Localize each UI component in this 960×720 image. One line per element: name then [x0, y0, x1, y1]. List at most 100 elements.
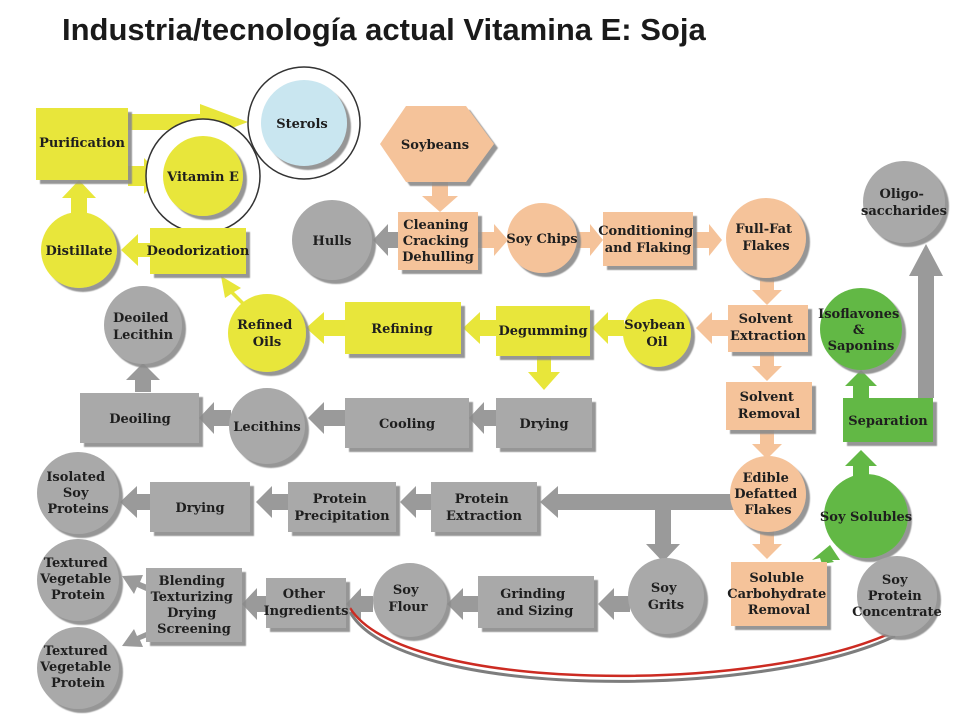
- label-cracking: Cracking: [403, 234, 469, 249]
- label-blending: Blending: [159, 574, 225, 589]
- label-conditioning: Conditioning: [598, 224, 693, 239]
- arrow-other-to-blending: [242, 588, 266, 620]
- label-carbohydrate: Carbohydrate: [727, 587, 826, 602]
- label-separation: Separation: [848, 414, 928, 429]
- arrow-branch-to-soy-grits: [646, 510, 680, 562]
- node-purification: Purification: [36, 108, 128, 180]
- svg-text:Soy Protein Co: Soy Protein Concentrate: [852, 573, 942, 620]
- node-distillate: Distillate: [41, 212, 117, 288]
- svg-text:Deoiling: Deoiling: [109, 412, 171, 427]
- svg-text:Soluble Carbohydrate: Soluble Carbohydrate Removal: [727, 571, 831, 618]
- svg-text:Conditioning and Flaki: Conditioning and Flaking: [598, 224, 698, 256]
- svg-text:Degumming: Degumming: [498, 324, 587, 339]
- label-protein-tvp1: Protein: [51, 588, 106, 603]
- label-soy-solubles: Soy Solubles: [820, 510, 912, 525]
- arrow-drying-to-cooling: [469, 402, 496, 434]
- label-solvent-2: Solvent: [740, 390, 794, 405]
- label-deoiling: Deoiling: [109, 412, 171, 427]
- svg-text:Soybeans: Soybeans: [401, 138, 469, 153]
- node-solvent-removal: Solvent Removal: [726, 382, 812, 430]
- label-isoflavones: Isoflavones: [818, 307, 899, 322]
- node-soy-flour: Soy Flour: [373, 563, 447, 637]
- svg-text:Edible Defatted: Edible Defatted Flakes: [734, 471, 801, 518]
- svg-text:Soy Grits: Soy Grits: [648, 581, 684, 613]
- arrow-cleaning-to-hulls: [373, 224, 398, 256]
- label-distillate: Distillate: [45, 244, 112, 259]
- label-flakes-2: Flakes: [744, 503, 791, 518]
- node-soy-grits: Soy Grits: [628, 558, 704, 634]
- node-grinding-sizing: Grinding and Sizing: [478, 576, 594, 628]
- arrow-soybeans-to-cleaning: [422, 182, 458, 212]
- label-grits: Grits: [648, 598, 684, 613]
- label-defatted: Defatted: [734, 487, 797, 502]
- node-drying-oil: Drying: [496, 398, 592, 448]
- arrow-grinding-to-flour: [447, 588, 478, 620]
- label-cooling: Cooling: [379, 417, 435, 432]
- node-conditioning-flaking: Conditioning and Flaking: [598, 212, 698, 266]
- node-edible-defatted-flakes: Edible Defatted Flakes: [730, 456, 806, 532]
- label-protein-spc: Protein: [868, 589, 923, 604]
- arrow-lecithins-to-deoiling: [199, 402, 231, 434]
- svg-text:Isolated Soy P: Isolated Soy Proteins: [46, 470, 109, 517]
- label-soy: Soy: [63, 486, 89, 501]
- node-cleaning-cracking-dehulling: Cleaning Cracking Dehulling: [398, 212, 478, 270]
- arrow-edible-to-protein-extraction: [540, 486, 740, 518]
- arrow-solubles-to-separation: [845, 450, 877, 478]
- label-hulls: Hulls: [313, 234, 352, 249]
- label-solvent: Solvent: [739, 312, 793, 327]
- label-drying-oil: Drying: [519, 417, 568, 432]
- svg-text:Protein Extraction: Protein Extraction: [446, 492, 522, 524]
- label-oil: Oil: [646, 335, 667, 350]
- arrow-extraction-to-removal: [752, 352, 782, 381]
- label-textured-1: Textured: [44, 556, 108, 571]
- arrow-deodorization-to-distillate: [121, 234, 150, 266]
- label-textured-2: Textured: [44, 644, 108, 659]
- label-other: Other: [283, 587, 325, 602]
- label-protein-2: Protein: [455, 492, 510, 507]
- svg-text:Purification: Purification: [39, 136, 125, 151]
- label-soybean: Soybean: [624, 318, 685, 333]
- node-soy-solubles: Soy Solubles: [820, 474, 912, 558]
- label-protein-1: Protein: [313, 492, 368, 507]
- label-extraction-2: Extraction: [446, 509, 522, 524]
- node-blending-texturizing: Blending Texturizing Drying Screening: [146, 568, 242, 642]
- node-other-ingredients: Other Ingredients: [264, 578, 349, 628]
- svg-text:Vitamin E: Vitamin E: [166, 170, 239, 185]
- label-saccharides: saccharides: [861, 204, 947, 219]
- node-protein-extraction: Protein Extraction: [431, 482, 537, 532]
- label-dehulling: Dehulling: [402, 250, 474, 265]
- label-extraction: Extraction: [730, 329, 806, 344]
- arrow-distillate-to-purification: [62, 180, 96, 213]
- label-and-sizing: and Sizing: [497, 604, 574, 619]
- label-texturizing: Texturizing: [151, 590, 233, 605]
- node-soy-protein-concentrate: Soy Protein Concentrate: [852, 556, 942, 636]
- label-lecithins: Lecithins: [233, 420, 300, 435]
- label-refining: Refining: [371, 322, 432, 337]
- arrow-degumming-to-drying: [528, 356, 560, 390]
- arrow-edible-to-soluble: [752, 530, 782, 559]
- node-vitamin-e: Vitamin E: [145, 118, 261, 234]
- arrow-soybean-oil-to-degumming: [592, 312, 624, 344]
- label-soluble: Soluble: [749, 571, 804, 586]
- label-refined: Refined: [237, 318, 292, 333]
- arrow-blending-to-tvp1: [122, 575, 150, 594]
- arrow-soluble-removal-to-solubles: [812, 545, 840, 564]
- label-precipitation: Precipitation: [294, 509, 390, 524]
- node-solvent-extraction: Solvent Extraction: [728, 305, 808, 352]
- arrow-purification-to-vitamin-e: [128, 158, 162, 194]
- label-ingredients: Ingredients: [264, 604, 349, 619]
- node-textured-vegetable-protein-1: Textured Vegetable Protein: [37, 539, 119, 621]
- label-soybeans: Soybeans: [401, 138, 469, 153]
- label-drying-blend: Drying: [167, 606, 216, 621]
- arrow-fullfat-to-solvent-extraction: [752, 276, 782, 305]
- node-soybean-oil: Soybean Oil: [623, 299, 691, 367]
- arrow-cooling-to-lecithins: [308, 402, 345, 434]
- svg-text:Refined Oils: Refined Oils: [237, 318, 297, 350]
- svg-text:Hulls: Hulls: [313, 234, 352, 249]
- arrow-extraction-to-precipitation: [400, 486, 431, 518]
- label-degumming: Degumming: [498, 324, 587, 339]
- label-and-flaking: and Flaking: [605, 241, 692, 256]
- label-flour: Flour: [388, 600, 427, 615]
- arrow-extraction-to-soybean-oil: [696, 312, 728, 344]
